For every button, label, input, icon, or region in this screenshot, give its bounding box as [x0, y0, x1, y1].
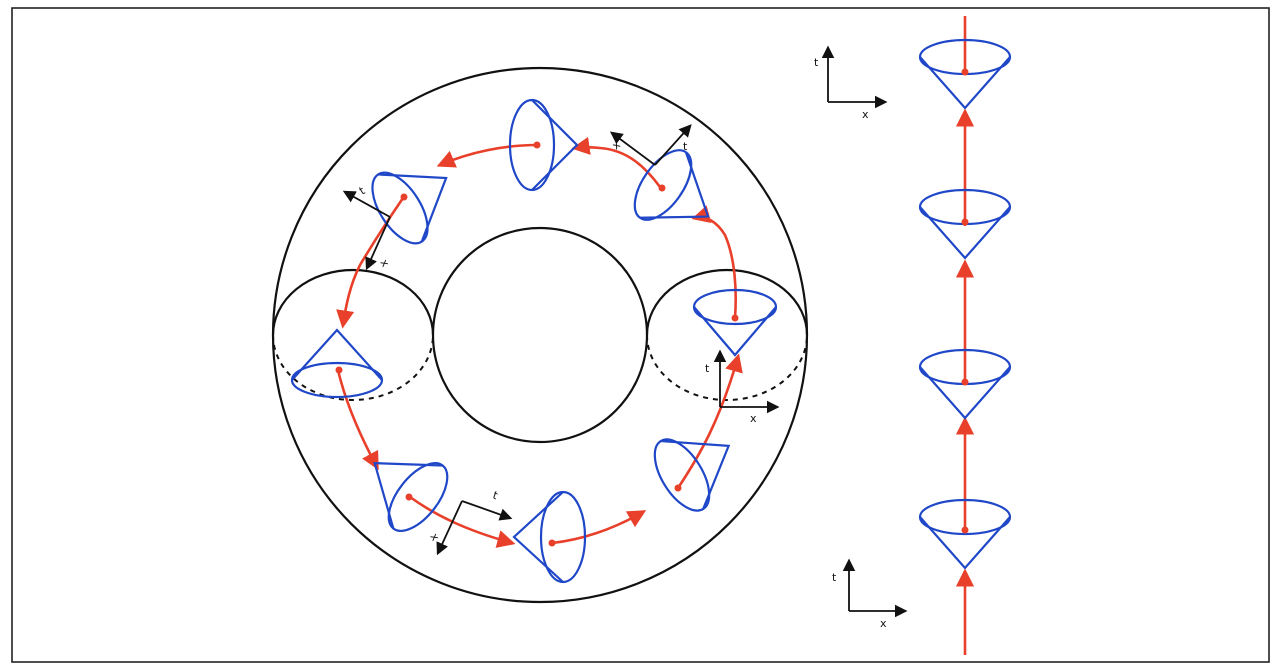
torus-axes: [342, 124, 780, 556]
torus-events: [335, 141, 739, 547]
torus-worldline: [336, 136, 743, 548]
light-cone-icon: [508, 98, 579, 192]
axis-label-t: t: [491, 489, 500, 503]
diagram-border: [11, 7, 1270, 663]
axis-label-t: t: [705, 362, 710, 375]
worldline-seg-2: [571, 136, 662, 188]
torus-axis-labels: t x t x t x t x: [357, 138, 757, 544]
axes-torus-top-right: [609, 124, 692, 166]
axis-label-t: t: [357, 184, 368, 198]
axis-label-x: x: [377, 257, 392, 270]
torus: [271, 66, 809, 604]
torus-cones: [290, 98, 778, 584]
torus-right-section-bottom: [646, 334, 808, 401]
axis-label-t: t: [683, 140, 688, 153]
torus-outer-circle: [271, 66, 809, 604]
light-cone-icon: [371, 171, 448, 245]
axis-label-x: x: [862, 108, 869, 121]
straight-event: [961, 218, 969, 226]
light-cone-icon: [692, 288, 778, 357]
light-cone-icon: [633, 149, 710, 221]
worldline-seg-1: [691, 205, 737, 319]
axis-label-t: t: [814, 56, 819, 69]
reference-axes-top: [821, 45, 888, 109]
axes-torus-right: [713, 349, 780, 414]
light-cone-icon: [290, 328, 384, 399]
light-cone-icon: [653, 438, 731, 512]
straight-event: [961, 378, 969, 386]
axis-label-t: t: [832, 571, 837, 584]
light-cone-icon: [918, 498, 1012, 570]
torus-inner-circle: [431, 226, 649, 444]
axes-torus-bottom: [436, 500, 513, 556]
worldline-seg-5: [336, 369, 379, 471]
torus-left-section-bottom: [272, 334, 434, 401]
axis-label-x: x: [750, 412, 757, 425]
straight-worldline: [918, 16, 1012, 655]
worldline-seg-7: [551, 510, 647, 545]
straight-event: [961, 68, 969, 76]
axes-torus-top-left: [342, 190, 391, 271]
straight-event: [961, 526, 969, 534]
light-cone-icon: [512, 490, 587, 584]
light-cone-icon: [373, 461, 449, 532]
torus-left-section-top: [271, 268, 435, 336]
worldline-seg-3: [436, 143, 538, 168]
worldline-seg-4: [336, 197, 405, 329]
axis-label-x: x: [880, 617, 887, 630]
torus-right-section-top: [645, 268, 809, 336]
reference-axes-bottom: [842, 558, 908, 618]
worldline-seg-8: [676, 353, 743, 489]
axis-label-x: x: [427, 531, 442, 544]
